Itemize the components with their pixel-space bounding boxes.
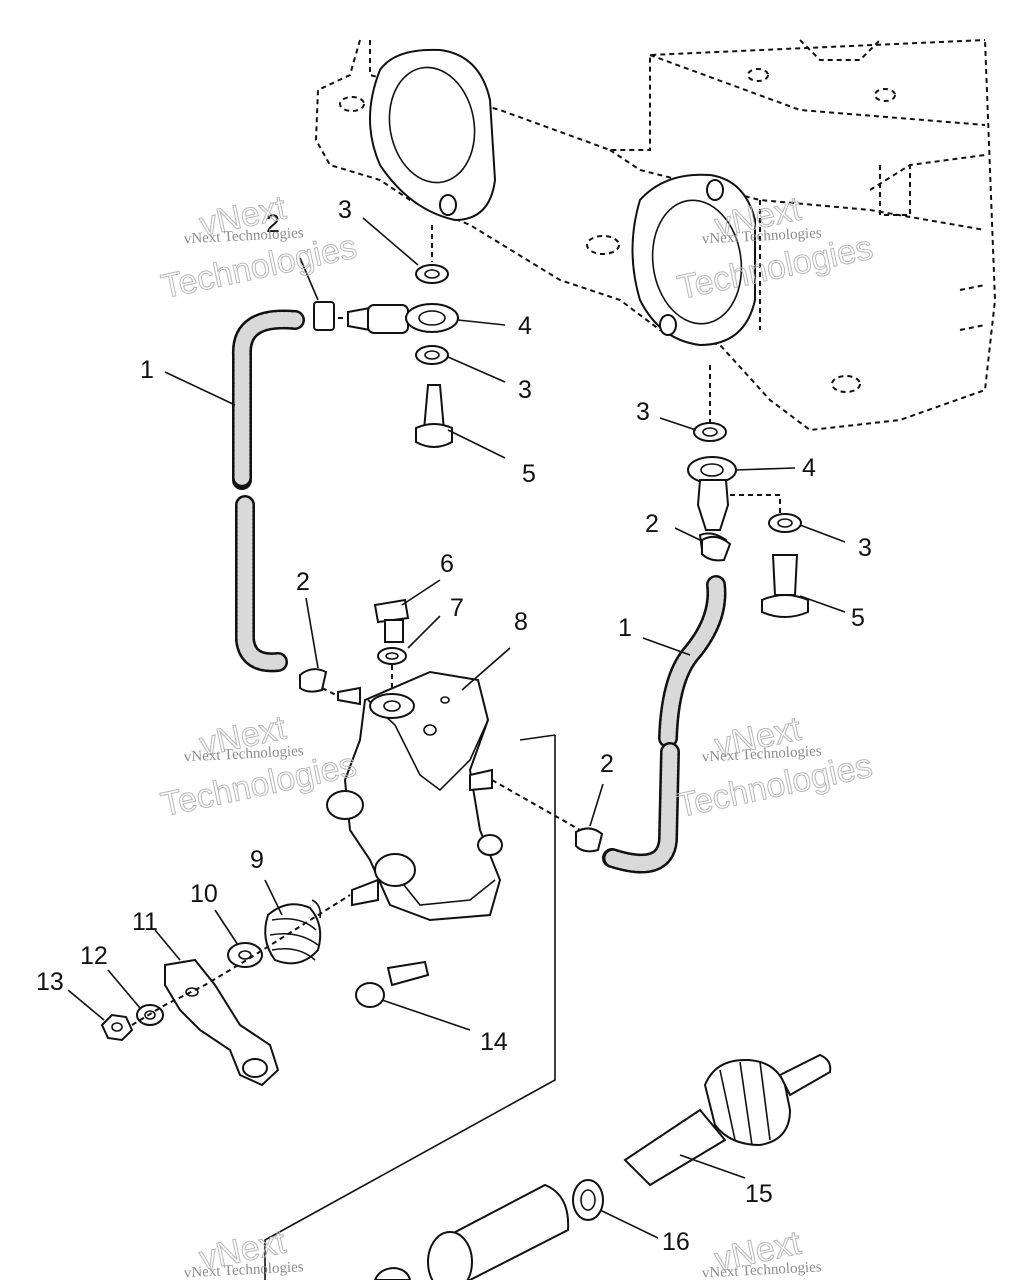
callout-1-left: 1 bbox=[140, 356, 154, 384]
watermark-small: vNext Technologies bbox=[701, 225, 822, 247]
watermark-small: vNext Technologies bbox=[701, 1259, 822, 1280]
watermark-small: vNext Technologies bbox=[183, 225, 304, 247]
callout-3-right-upper: 3 bbox=[636, 398, 650, 426]
watermark-small: vNext Technologies bbox=[183, 1259, 304, 1280]
callout-16: 16 bbox=[662, 1228, 690, 1256]
callout-8: 8 bbox=[514, 608, 528, 636]
leader-lines bbox=[67, 217, 846, 1239]
callout-9: 9 bbox=[250, 846, 264, 874]
callout-6: 6 bbox=[440, 550, 454, 578]
engine-block bbox=[314, 39, 997, 432]
callout-5-left: 5 bbox=[522, 460, 536, 488]
watermark-small: vNext Technologies bbox=[701, 743, 822, 765]
callout-15: 15 bbox=[745, 1180, 773, 1208]
oil-pump bbox=[305, 598, 581, 922]
left-hose-assembly bbox=[231, 225, 459, 673]
callout-2-pump-right: 2 bbox=[600, 750, 614, 778]
hose-clamps bbox=[299, 535, 732, 853]
callout-3-right-lower: 3 bbox=[858, 534, 872, 562]
watermark-small: vNext Technologies bbox=[183, 743, 304, 765]
linkage-parts bbox=[100, 894, 430, 1087]
callout-7: 7 bbox=[450, 594, 464, 622]
drive-shaft-assembly bbox=[264, 734, 832, 1280]
right-hose-assembly bbox=[602, 365, 809, 874]
callout-14: 14 bbox=[480, 1028, 508, 1056]
callout-2-pump-left: 2 bbox=[296, 568, 310, 596]
callout-5-right: 5 bbox=[851, 604, 865, 632]
callout-1-right: 1 bbox=[618, 614, 632, 642]
callout-4-right: 4 bbox=[802, 454, 816, 482]
callout-10: 10 bbox=[190, 880, 218, 908]
callout-labels: 1 2 3 4 3 5 3 4 2 3 5 1 2 6 7 8 2 9 10 1… bbox=[36, 196, 872, 1256]
callout-2-right-upper: 2 bbox=[645, 510, 659, 538]
callout-13: 13 bbox=[36, 968, 64, 996]
callout-4-left: 4 bbox=[518, 312, 532, 340]
callout-12: 12 bbox=[80, 942, 108, 970]
callout-2-top-left: 2 bbox=[266, 210, 280, 238]
callout-3-left-lower: 3 bbox=[518, 376, 532, 404]
callout-11: 11 bbox=[132, 908, 158, 936]
callout-3-top-left: 3 bbox=[338, 196, 352, 224]
